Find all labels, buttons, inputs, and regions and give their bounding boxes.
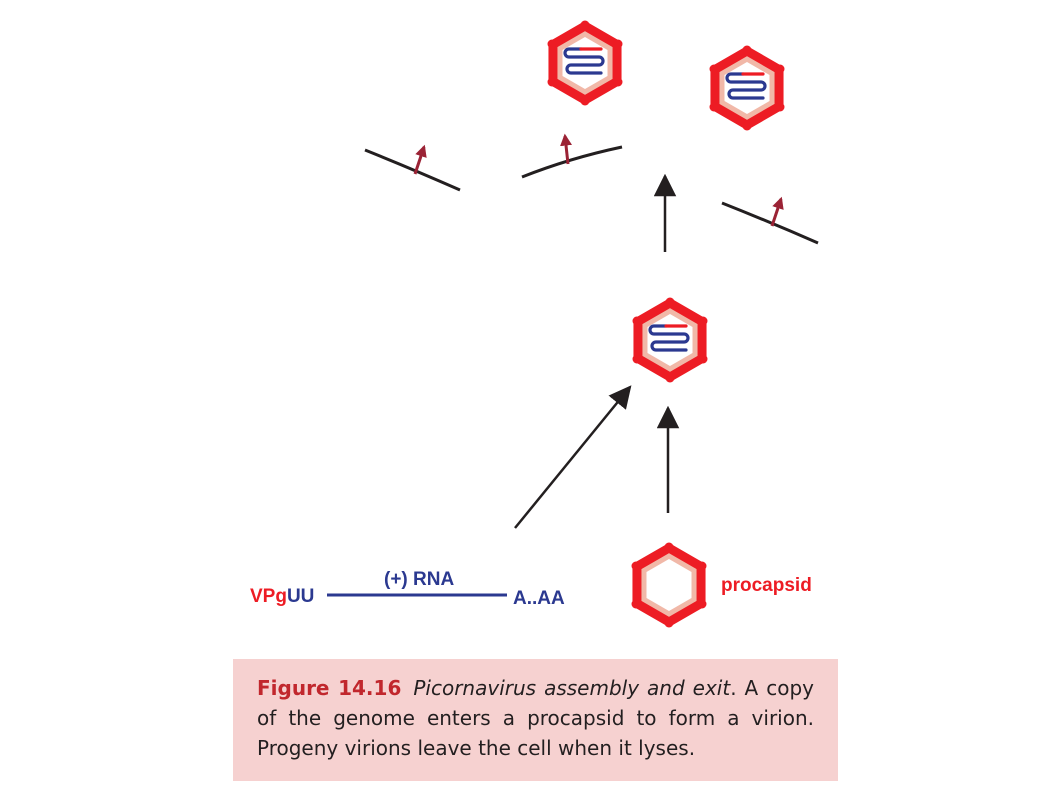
membrane-fragment-1: [364, 144, 461, 192]
vpg-text: VPg: [250, 586, 287, 607]
figure-title: Picornavirus assembly and exit: [413, 676, 731, 700]
vpg-label: VPgUU: [250, 586, 314, 607]
progeny-virion-2: [710, 46, 785, 131]
figure-number: Figure 14.16: [257, 676, 402, 700]
figure-caption: Figure 14.16 Picornavirus assembly and ex…: [233, 659, 838, 781]
genome-entry-arrow: [514, 385, 632, 529]
membrane-fragment-2: [521, 133, 623, 179]
rna-genome: VPgUU (+) RNA A..AA: [250, 569, 565, 609]
procapsid-label: procapsid: [721, 575, 812, 596]
rna-label: (+) RNA: [384, 569, 454, 590]
assembly-diagram: procapsid VPgUU (+) RNA A..AA: [250, 0, 819, 660]
membrane-fragment-3: [721, 196, 819, 245]
figure-title-punct: .: [730, 676, 737, 700]
procapsid: [632, 543, 707, 628]
progeny-virion-1: [548, 21, 623, 106]
assembled-virion: [633, 298, 708, 383]
uu-text: UU: [287, 586, 314, 607]
figure-caption-text: A copy of the genome enters a procapsid …: [257, 676, 814, 760]
polya-tail-label: A..AA: [513, 588, 565, 609]
